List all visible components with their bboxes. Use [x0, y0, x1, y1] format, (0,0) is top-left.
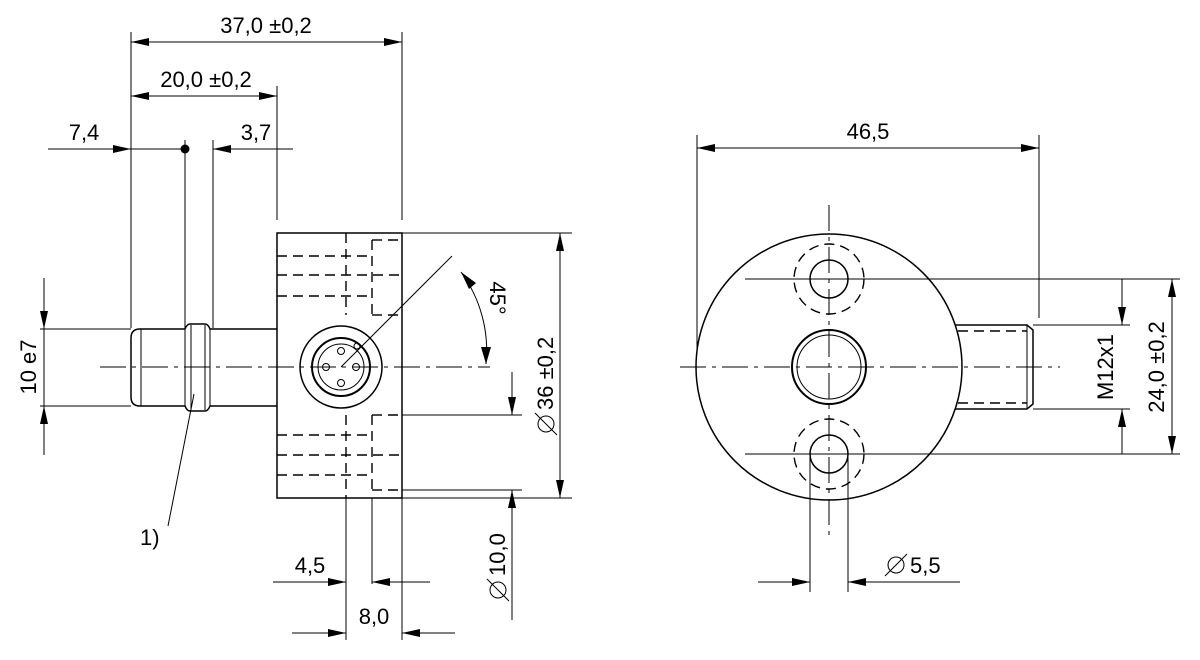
- dim-flange-width: 46,5: [696, 119, 1040, 355]
- front-view: 46,5: [680, 119, 1180, 592]
- callout-1: 1): [140, 393, 195, 550]
- dim-hole-spacing: 24,0 ±0,2: [1144, 279, 1176, 454]
- dim-angle: 45°: [460, 271, 510, 365]
- sensor-body: [276, 232, 403, 499]
- dim-label-flange-width: 46,5: [847, 119, 890, 144]
- dim-label-body-dia: 36 ±0,2: [533, 337, 558, 410]
- dim-overall-length: 37,0 ±0,2: [131, 13, 402, 46]
- dim-label-thread: M12x1: [1093, 334, 1118, 400]
- dim-shaft-dia: 10 e7: [16, 278, 131, 455]
- callout-1-label: 1): [140, 525, 160, 550]
- dim-body-dia: 36 ±0,2: [402, 232, 572, 499]
- diameter-symbol: [489, 581, 507, 599]
- pin-key: [353, 342, 361, 350]
- dim-label-angle: 45°: [485, 281, 510, 314]
- dim-label-slot-width: 8,0: [359, 604, 390, 629]
- dim-label-hole-spacing: 24,0 ±0,2: [1144, 321, 1169, 413]
- dim-bore-dia: 10,0: [402, 372, 522, 620]
- dim-hole-dia: 5,5: [758, 454, 960, 592]
- dim-label-hole-dia: 5,5: [910, 553, 941, 578]
- dim-label-overall-length: 37,0 ±0,2: [220, 13, 312, 38]
- dim-label-body-offset: 20,0 ±0,2: [160, 67, 252, 92]
- sensor-shaft: [100, 323, 490, 412]
- pin-2: [322, 363, 330, 371]
- dim-slot: 4,5 8,0: [273, 498, 455, 640]
- dim-label-right-ext: 3,7: [241, 120, 272, 145]
- dim-label-bore-dia: 10,0: [485, 533, 510, 576]
- connector: [299, 255, 453, 409]
- pin-3: [337, 379, 345, 387]
- diameter-symbol: [887, 556, 905, 574]
- dim-label-left-ext: 7,4: [69, 120, 100, 145]
- side-view: 37,0 ±0,2 20,0 ±0,2 7,4 3,7: [16, 13, 572, 640]
- dim-thread: M12x1: [1033, 279, 1130, 454]
- dim-label-shaft-dia: 10 e7: [16, 339, 41, 394]
- dim-label-slot-offset: 4,5: [295, 553, 326, 578]
- diameter-symbol: [537, 415, 555, 433]
- pin-4: [352, 363, 360, 371]
- dim-extensions: 7,4 3,7: [48, 120, 293, 154]
- dim-body-offset: 20,0 ±0,2: [131, 67, 277, 100]
- pin-1: [337, 347, 345, 355]
